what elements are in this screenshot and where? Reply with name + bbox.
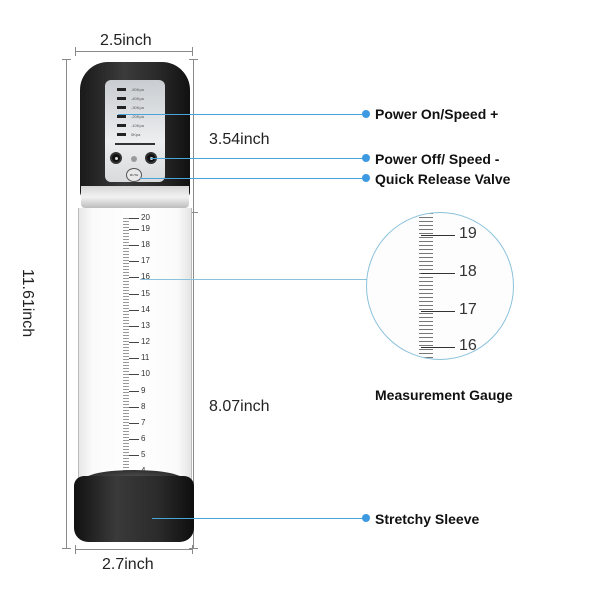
top-width-line — [75, 51, 193, 52]
level-label: -10Kpa — [131, 123, 144, 128]
scale-label: 12 — [141, 337, 150, 346]
tick-12 — [129, 342, 139, 343]
tick-18 — [129, 245, 139, 246]
level-label: -20Kpa — [131, 114, 144, 119]
callout-measurement-gauge: Measurement Gauge — [375, 387, 513, 403]
scale-label: 16 — [141, 272, 150, 281]
scale-label: 5 — [141, 450, 146, 459]
callout-power-off: Power Off/ Speed - — [375, 151, 500, 167]
magnifier-tick — [421, 347, 455, 348]
scale-label: 19 — [141, 224, 150, 233]
cylinder: 20 19 18 17 16 15 14 13 12 11 10 9 8 7 6… — [78, 208, 192, 488]
measurement-gauge-magnifier: 19 18 17 16 — [366, 212, 514, 360]
right-height-line — [193, 59, 194, 548]
tick-5 — [129, 455, 139, 456]
right-height-tick-top — [189, 59, 198, 60]
bottom-width-label: 2.7inch — [102, 556, 154, 573]
indicator-led — [131, 156, 137, 162]
top-width-label: 2.5inch — [100, 32, 152, 49]
bottom-width-tick-left — [75, 545, 76, 554]
tick-20 — [129, 218, 139, 219]
scale-label: 11 — [141, 353, 150, 362]
total-height-tick-bottom — [62, 548, 71, 549]
quick-release-valve-button[interactable]: MUTE — [126, 168, 142, 182]
tick-19 — [129, 229, 139, 230]
scale-label: 18 — [141, 240, 150, 249]
callout-quick-release-valve: Quick Release Valve — [375, 171, 511, 187]
right-height-tick-bottom — [189, 548, 198, 549]
bottom-width-tick-right — [192, 545, 193, 554]
magnifier-label: 16 — [459, 337, 477, 354]
level-indicator — [117, 133, 126, 136]
total-height-label: 11.61inch — [19, 268, 36, 338]
tick-16 — [129, 277, 139, 278]
magnifier-tick — [421, 311, 455, 312]
callout-line-gauge — [140, 279, 368, 280]
tick-10 — [129, 374, 139, 375]
control-panel: -50Kpa -40Kpa -30Kpa -20Kpa -10Kpa 0Kpa … — [105, 80, 165, 182]
scale-label: 7 — [141, 418, 146, 427]
top-width-tick-left — [75, 47, 76, 56]
callout-power-on: Power On/Speed + — [375, 106, 499, 122]
total-height-line — [66, 59, 67, 548]
callout-dot-sleeve — [362, 514, 370, 522]
panel-divider — [115, 143, 155, 145]
scale-label: 13 — [141, 321, 150, 330]
total-height-tick-top — [62, 59, 71, 60]
scale-label: 20 — [141, 213, 150, 222]
magnifier-ruler — [419, 213, 433, 359]
tick-17 — [129, 261, 139, 262]
tick-15 — [129, 294, 139, 295]
callout-stretchy-sleeve: Stretchy Sleeve — [375, 511, 480, 527]
head-collar — [81, 186, 189, 208]
scale-label: 15 — [141, 289, 150, 298]
magnifier-tick — [421, 273, 455, 274]
callout-line-power-off — [150, 158, 366, 159]
callout-dot-power-on — [362, 110, 370, 118]
callout-line-sleeve — [152, 518, 366, 519]
level-label: -30Kpa — [131, 105, 144, 110]
level-indicator — [117, 106, 126, 109]
tick-7 — [129, 423, 139, 424]
callout-dot-power-off — [362, 154, 370, 162]
scale-label: 10 — [141, 369, 150, 378]
callout-dot-valve — [362, 174, 370, 182]
level-label: 0Kpa — [131, 132, 141, 137]
magnifier-label: 17 — [459, 301, 477, 318]
bottom-width-line — [75, 549, 193, 550]
callout-line-valve — [140, 178, 366, 179]
level-indicator — [117, 97, 126, 100]
scale-label: 9 — [141, 386, 146, 395]
magnifier-label: 19 — [459, 225, 477, 242]
top-width-tick-right — [192, 47, 193, 56]
magnifier-tick — [421, 235, 455, 236]
level-label: -50Kpa — [131, 87, 144, 92]
scale-label: 8 — [141, 402, 146, 411]
stretchy-sleeve — [74, 476, 194, 542]
tick-6 — [129, 439, 139, 440]
scale-label: 6 — [141, 434, 146, 443]
level-indicator — [117, 88, 126, 91]
callout-line-power-on — [118, 114, 366, 115]
right-height-tick-mid — [189, 212, 198, 213]
tick-8 — [129, 407, 139, 408]
power-on-speed-up-button[interactable] — [110, 152, 122, 164]
tick-13 — [129, 326, 139, 327]
level-label: -40Kpa — [131, 96, 144, 101]
cylinder-height-label: 8.07inch — [209, 398, 270, 415]
tick-11 — [129, 358, 139, 359]
magnifier-label: 18 — [459, 263, 477, 280]
level-indicator — [117, 124, 126, 127]
scale-label: 17 — [141, 256, 150, 265]
head-height-label: 3.54inch — [209, 131, 270, 148]
cylinder-ruler — [123, 218, 129, 480]
tick-9 — [129, 391, 139, 392]
level-indicator — [117, 115, 126, 118]
scale-label: 14 — [141, 305, 150, 314]
tick-14 — [129, 310, 139, 311]
